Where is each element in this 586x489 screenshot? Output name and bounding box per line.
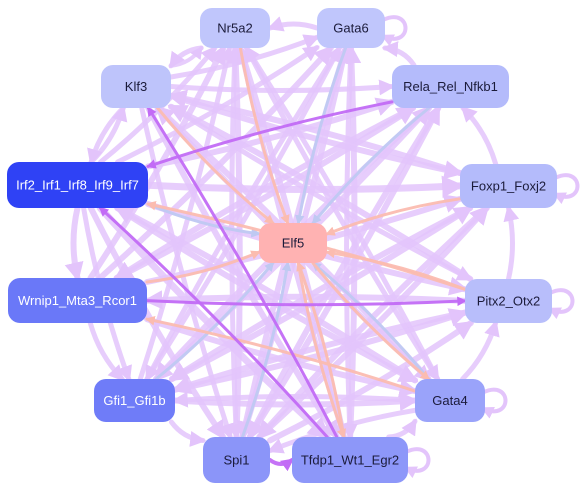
edge-foxp1-to-klf3 xyxy=(167,89,463,176)
node-label: Gfi1_Gfi1b xyxy=(103,393,165,408)
edge-nr5a2-to-klf3 xyxy=(168,45,204,69)
node-klf3[interactable]: Klf3 xyxy=(101,65,171,108)
edge-gata4-to-elf5 xyxy=(311,261,431,381)
edge-klf3-to-elf5 xyxy=(156,106,275,225)
edge-spi1-to-pitx2 xyxy=(267,320,475,444)
edge-gata6-to-gfi1 xyxy=(144,45,342,382)
node-label: Irf2_Irf1_Irf8_Irf9_Irf7 xyxy=(16,177,139,192)
node-label: Foxp1_Foxj2 xyxy=(471,178,546,193)
node-spi1[interactable]: Spi1 xyxy=(203,437,270,483)
edge-rela-to-wrnip1 xyxy=(113,105,416,281)
node-label: Nr5a2 xyxy=(217,20,252,35)
edge-rela-to-gata6 xyxy=(381,41,417,68)
edge-nr5a2-to-spi1 xyxy=(227,45,244,441)
edge-elf5-to-gata4 xyxy=(311,261,431,381)
self-loop-gata6 xyxy=(380,15,408,47)
edge-gata6-to-nr5a2 xyxy=(266,16,320,32)
node-label: Tfdp1_Wt1_Egr2 xyxy=(301,452,399,467)
node-label: Pitx2_Otx2 xyxy=(477,293,541,308)
edge-tfdp1-to-gata4 xyxy=(386,418,418,440)
edge-spi1-to-elf5 xyxy=(241,261,292,439)
edge-klf3-to-rela xyxy=(168,79,396,96)
edge-elf5-to-tfdp1 xyxy=(296,261,346,439)
self-loop-foxp1 xyxy=(552,173,580,205)
edge-gfi1-to-gata6 xyxy=(144,45,342,382)
edge-tfdp1-to-klf3 xyxy=(146,106,339,439)
edge-foxp1-to-gfi1 xyxy=(168,205,474,382)
node-pitx2[interactable]: Pitx2_Otx2 xyxy=(465,279,552,323)
edge-nr5a2-to-gata4 xyxy=(244,45,441,382)
edge-klf3-to-foxp1 xyxy=(168,92,464,180)
node-box xyxy=(200,8,270,48)
edge-tfdp1-to-elf5 xyxy=(296,261,346,439)
edge-gata4-to-pitx2 xyxy=(460,319,500,382)
node-label: Wrnip1_Mta3_Rcor1 xyxy=(18,293,137,308)
edge-foxp1-to-rela xyxy=(460,105,499,167)
edge-spi1-to-nr5a2 xyxy=(226,44,246,440)
edge-gata6-to-tfdp1 xyxy=(341,45,358,441)
node-gata6[interactable]: Gata6 xyxy=(317,8,385,48)
edge-rela-to-elf5 xyxy=(311,106,431,225)
edge-pitx2-to-elf5 xyxy=(325,248,467,291)
edge-nr5a2-to-elf5 xyxy=(238,46,290,225)
node-box xyxy=(415,379,485,422)
node-nr5a2[interactable]: Nr5a2 xyxy=(200,8,270,48)
edge-gata4-to-irf xyxy=(113,205,418,384)
edge-irf-to-wrnip1 xyxy=(64,205,84,282)
self-loop-layer xyxy=(380,15,580,479)
edge-rela-to-spi1 xyxy=(246,105,442,441)
node-label: Spi1 xyxy=(223,452,249,467)
edge-gfi1-to-elf5 xyxy=(154,261,275,381)
node-box xyxy=(203,437,270,483)
node-box xyxy=(8,278,147,323)
node-elf5[interactable]: Elf5 xyxy=(259,223,327,263)
node-irf[interactable]: Irf2_Irf1_Irf8_Irf9_Irf7 xyxy=(7,162,148,208)
edge-gata6-to-elf5 xyxy=(295,46,348,225)
node-box xyxy=(392,65,509,108)
node-box xyxy=(460,164,557,208)
node-label: Rela_Rel_Nfkb1 xyxy=(403,79,498,94)
node-box xyxy=(465,279,552,323)
node-gata4[interactable]: Gata4 xyxy=(415,379,485,422)
node-box xyxy=(101,65,171,108)
edge-wrnip1-to-pitx2 xyxy=(145,296,467,307)
edge-tfdp1-to-irf xyxy=(98,206,329,439)
node-box xyxy=(292,437,408,483)
self-loop-gata4 xyxy=(480,387,508,419)
edge-gata4-to-wrnip1 xyxy=(145,316,417,393)
edge-wrnip1-to-gfi1 xyxy=(87,320,125,382)
node-tfdp1[interactable]: Tfdp1_Wt1_Egr2 xyxy=(292,437,408,483)
edge-wrnip1-to-nr5a2 xyxy=(87,44,227,281)
edge-foxp1-to-spi1 xyxy=(256,205,490,440)
edge-foxp1-to-elf5 xyxy=(325,197,462,236)
edge-wrnip1-to-rela xyxy=(113,105,417,281)
node-rela[interactable]: Rela_Rel_Nfkb1 xyxy=(392,65,509,108)
node-wrnip1[interactable]: Wrnip1_Mta3_Rcor1 xyxy=(8,278,147,323)
edge-gfi1-to-spi1 xyxy=(168,419,207,447)
self-loop-tfdp1 xyxy=(403,447,431,479)
edge-klf3-to-irf xyxy=(87,105,126,166)
node-label: Klf3 xyxy=(125,79,147,94)
self-loop-pitx2 xyxy=(547,288,575,320)
edge-irf-to-elf5 xyxy=(146,202,261,238)
node-label: Gata4 xyxy=(432,393,467,408)
node-gfi1[interactable]: Gfi1_Gfi1b xyxy=(94,379,175,422)
node-label: Gata6 xyxy=(333,20,368,35)
node-box xyxy=(94,379,175,422)
edge-spi1-to-tfdp1 xyxy=(268,458,295,472)
node-box xyxy=(7,162,148,208)
edge-wrnip1-to-elf5 xyxy=(145,250,261,284)
node-foxp1[interactable]: Foxp1_Foxj2 xyxy=(460,164,557,208)
node-box xyxy=(317,8,385,48)
edge-pitx2-to-foxp1 xyxy=(503,204,520,282)
node-label: Elf5 xyxy=(282,235,304,250)
node-box xyxy=(259,223,327,263)
